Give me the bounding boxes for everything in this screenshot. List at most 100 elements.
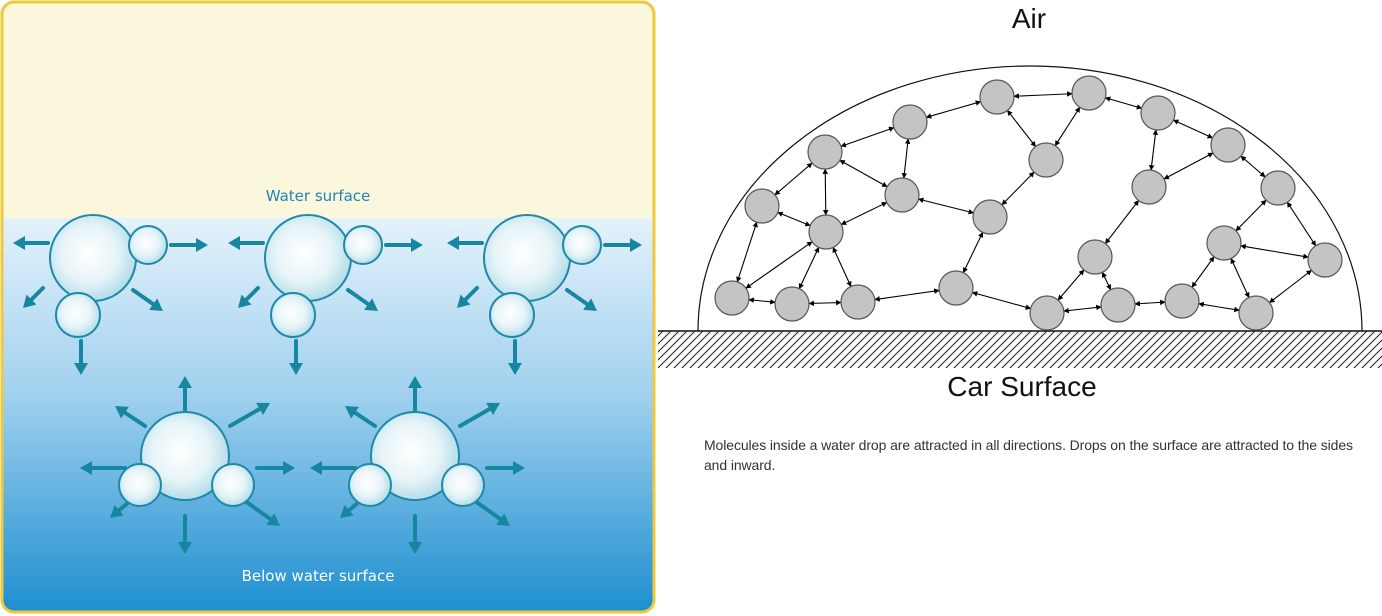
attraction-arrow	[1218, 306, 1240, 313]
air-region	[2, 2, 654, 218]
force-arrow	[238, 286, 260, 308]
water-molecule	[1028, 142, 1064, 178]
force-arrow	[458, 402, 500, 428]
water-molecule	[1307, 242, 1343, 278]
force-arrow	[80, 461, 127, 475]
water-molecule	[1164, 283, 1200, 319]
force-arrow	[457, 286, 479, 308]
hydrogen-atom	[348, 463, 392, 507]
attraction-arrow	[1054, 126, 1068, 147]
attraction-arrow	[1057, 284, 1072, 301]
attraction-arrow	[1021, 128, 1036, 148]
attraction-arrow	[746, 221, 758, 253]
attraction-arrow	[1290, 269, 1312, 287]
attraction-arrow	[962, 252, 974, 274]
water-molecule	[1077, 239, 1113, 275]
attraction-arrow	[1235, 215, 1252, 232]
water-molecule	[1071, 75, 1107, 111]
attraction-arrow	[972, 231, 984, 253]
water-molecule	[1131, 169, 1167, 205]
force-arrow	[228, 236, 265, 250]
water-drop-illustration: Air Car Surface	[658, 3, 1382, 402]
panel-border	[0, 0, 656, 614]
water-molecule	[348, 411, 485, 507]
attraction-arrow	[1269, 286, 1291, 304]
attraction-arrow	[1240, 243, 1275, 253]
water-molecule	[972, 199, 1008, 235]
water-surface-label: Water surface	[266, 187, 371, 205]
attraction-arrow	[774, 178, 794, 196]
attraction-arrow	[1152, 129, 1159, 151]
force-arrow	[169, 238, 208, 252]
force-arrow	[603, 238, 642, 252]
attraction-arrow	[745, 264, 780, 289]
hydrogen-atom	[441, 463, 485, 507]
attraction-arrow	[867, 126, 895, 138]
car-surface-label: Car Surface	[947, 371, 1096, 402]
force-arrow	[228, 402, 270, 428]
hydrogen-atom	[55, 292, 101, 338]
water-molecule	[892, 104, 928, 140]
water-molecule	[714, 280, 750, 316]
attraction-arrow	[1163, 165, 1189, 180]
attraction-arrow	[1301, 223, 1317, 247]
force-arrow	[508, 339, 522, 375]
water-molecule	[884, 177, 920, 213]
force-arrow	[178, 376, 192, 413]
oxygen-atom	[140, 411, 230, 501]
attraction-arrow	[1001, 188, 1019, 206]
attraction-arrow	[793, 218, 811, 227]
water-molecule	[1029, 295, 1065, 331]
attraction-arrow	[798, 267, 810, 290]
attraction-arrow	[953, 100, 982, 111]
attraction-arrow	[1067, 106, 1081, 127]
water-molecule	[118, 411, 255, 507]
hydrogen-atom	[562, 225, 602, 265]
attraction-arrow	[1106, 280, 1112, 291]
force-arrow	[485, 461, 525, 475]
force-arrow	[115, 406, 147, 428]
attraction-arrow	[971, 291, 1002, 302]
attraction-arrow	[840, 136, 868, 148]
hydrogen-atom	[489, 292, 535, 338]
oxygen-atom	[370, 411, 460, 501]
attraction-arrow	[1070, 269, 1085, 286]
water-molecule	[808, 214, 844, 250]
attraction-arrow	[1191, 271, 1204, 288]
attraction-arrow	[863, 201, 888, 214]
air-label: Air	[1012, 3, 1046, 34]
attraction-arrow	[1104, 96, 1124, 104]
water-molecule	[840, 284, 876, 320]
water-molecule	[774, 286, 810, 322]
force-arrow	[255, 461, 295, 475]
attraction-arrow	[793, 162, 813, 180]
caption-text: Molecules inside a water drop are attrac…	[704, 437, 1353, 473]
attraction-arrow	[874, 294, 908, 302]
hydrogen-atom	[118, 463, 162, 507]
attraction-arrow	[748, 297, 763, 303]
force-arrow	[178, 514, 192, 554]
attraction-arrow	[901, 158, 908, 179]
attraction-arrow	[1286, 201, 1302, 225]
hydrogen-atom	[211, 463, 255, 507]
attraction-arrow	[1123, 102, 1143, 110]
attraction-arrow	[1198, 301, 1220, 308]
attraction-arrow	[1149, 299, 1166, 306]
hydrogen-atom	[128, 225, 168, 265]
water-molecule	[1206, 225, 1242, 261]
force-arrow	[74, 339, 88, 375]
attraction-arrow	[761, 299, 776, 305]
attraction-arrow	[840, 213, 865, 226]
force-arrow	[565, 288, 597, 311]
water-molecule	[979, 79, 1015, 115]
oxygen-atom	[49, 214, 137, 302]
attraction-arrow	[1063, 307, 1083, 314]
force-arrow	[408, 514, 422, 554]
water-molecule	[807, 134, 843, 170]
force-arrow	[345, 406, 377, 428]
attraction-arrow	[1239, 277, 1250, 299]
attraction-arrow	[1148, 149, 1155, 171]
hydrogen-atom	[270, 292, 316, 338]
water-molecule	[483, 214, 602, 338]
attraction-arrow	[1104, 221, 1123, 244]
